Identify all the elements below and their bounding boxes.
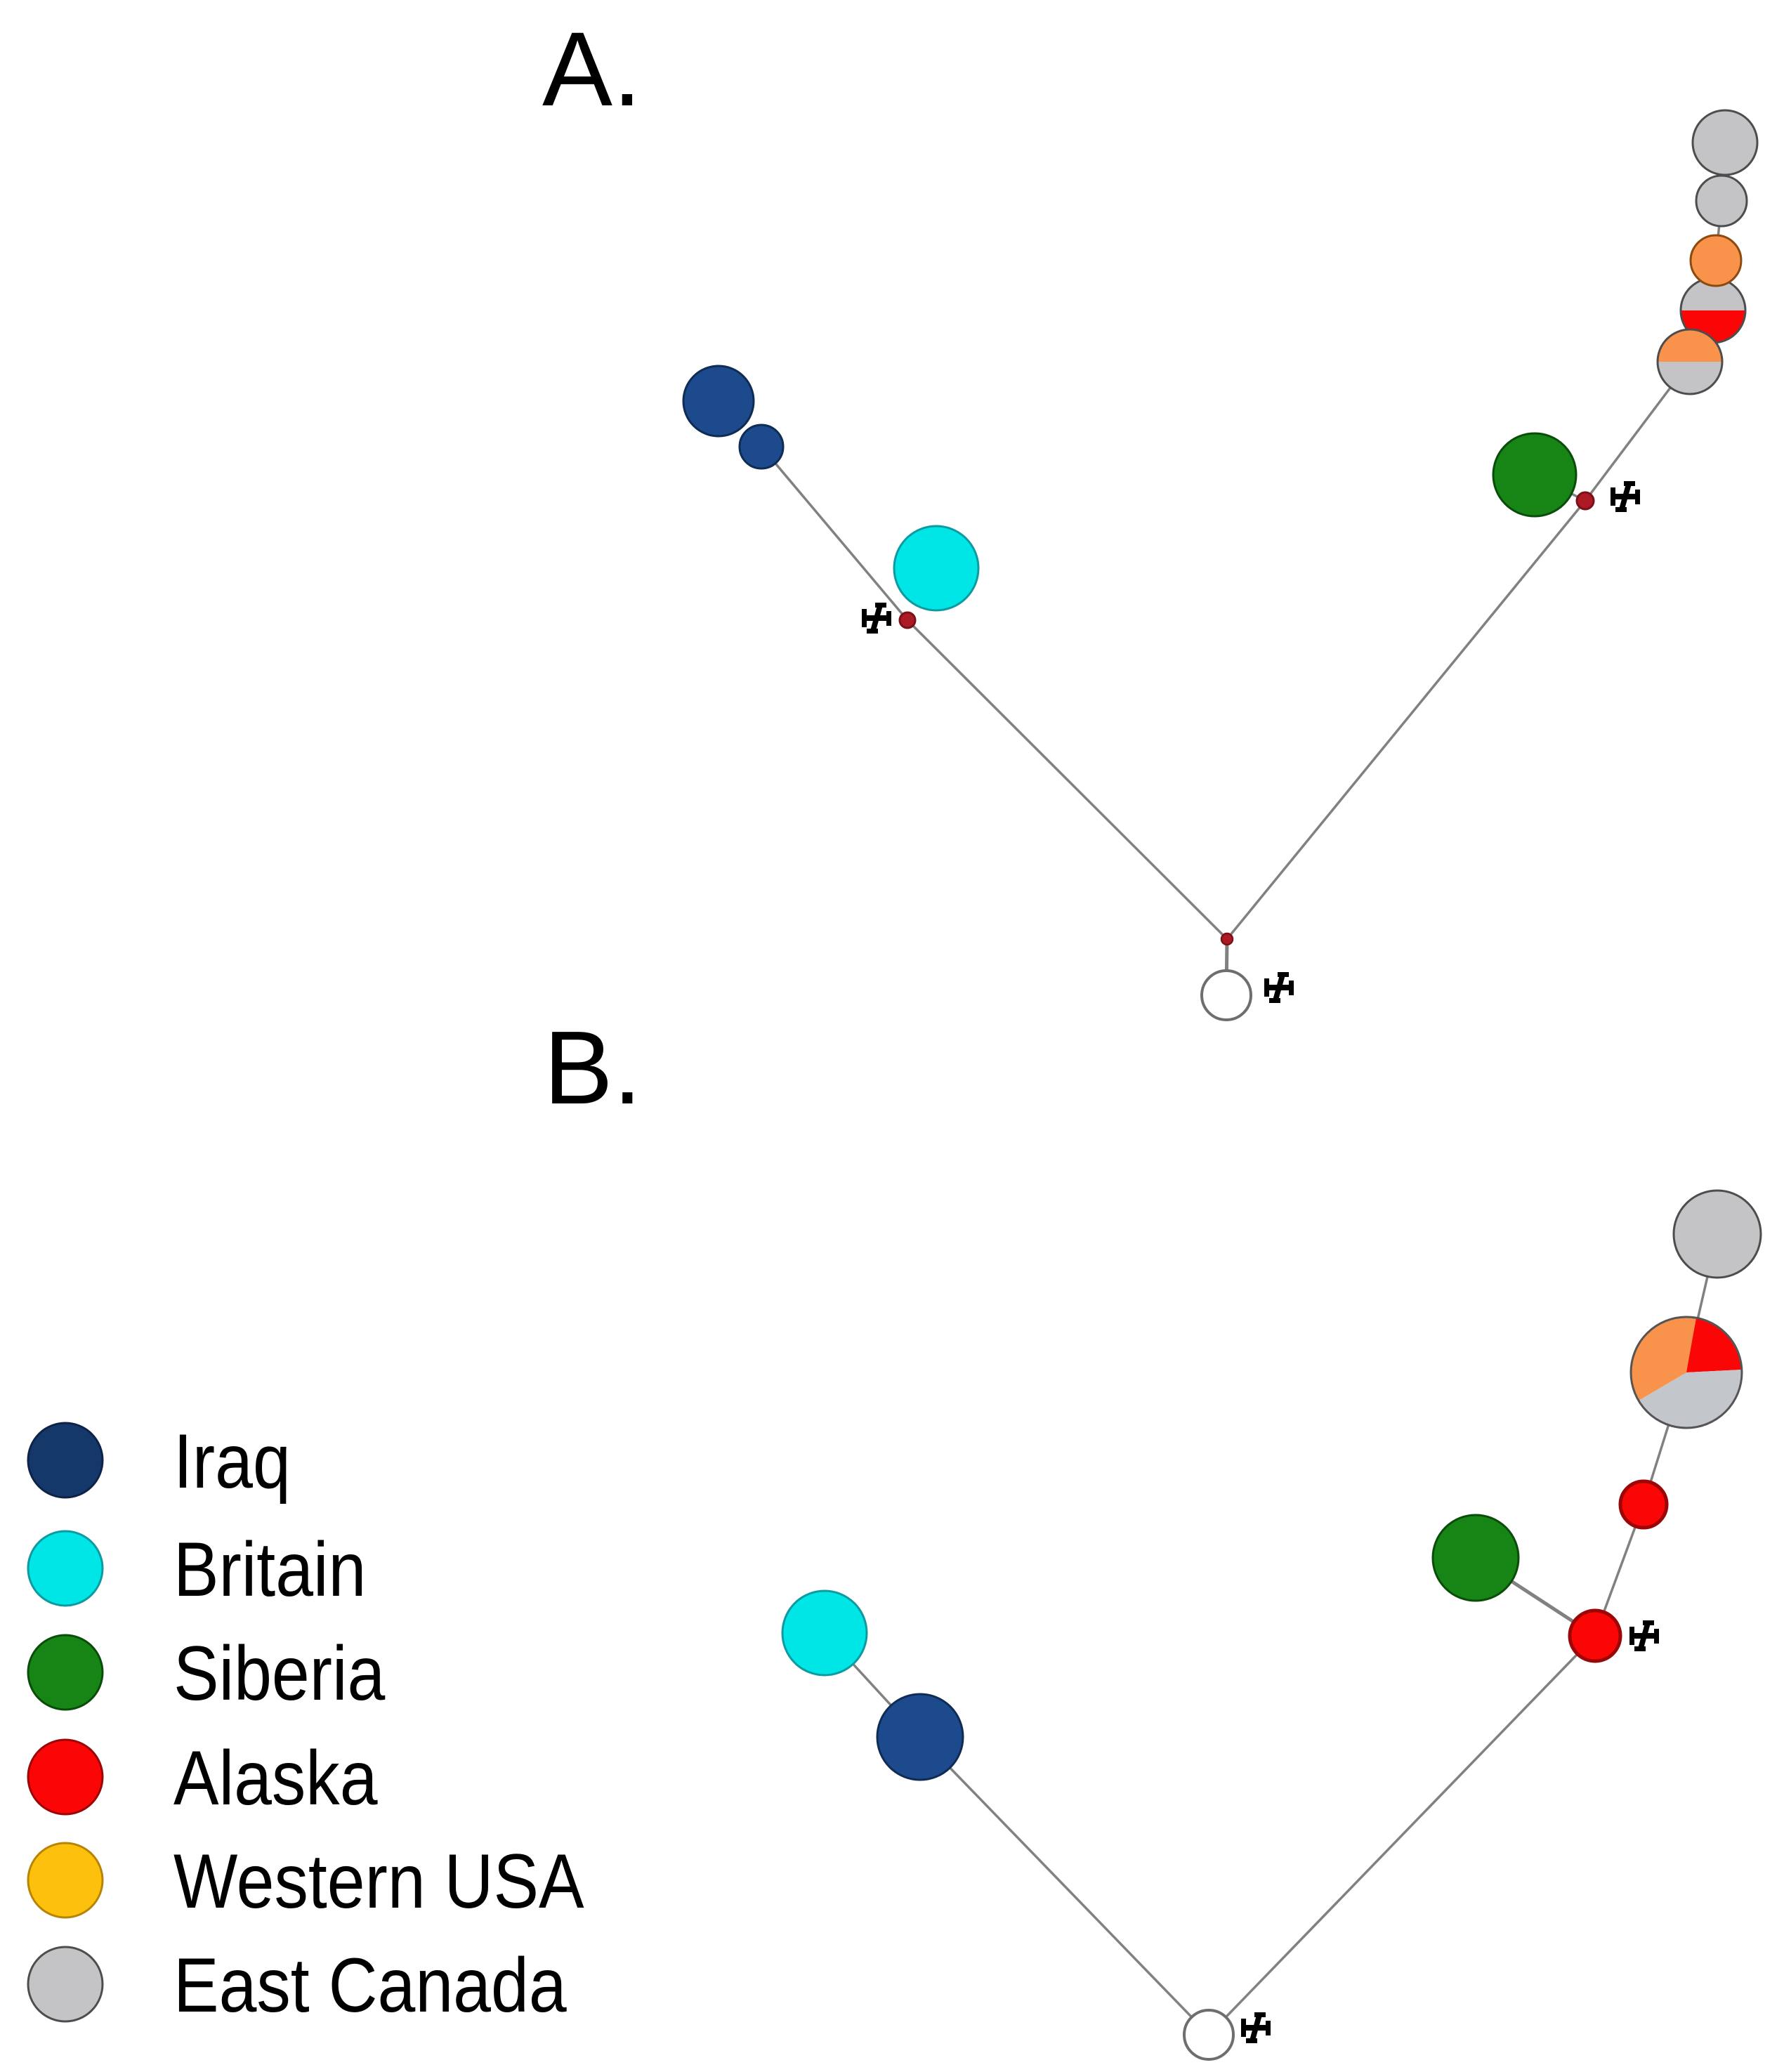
svg-text:East Canada: East Canada: [173, 1941, 567, 2028]
svg-text:Alaska: Alaska: [173, 1734, 378, 1821]
svg-text:Western USA: Western USA: [173, 1837, 584, 1924]
svg-text:Siberia: Siberia: [173, 1630, 386, 1716]
svg-text:Iraq: Iraq: [173, 1417, 291, 1504]
svg-text:A.: A.: [542, 10, 642, 128]
svg-text:B.: B.: [544, 1010, 642, 1126]
svg-text:Britain: Britain: [173, 1526, 366, 1612]
